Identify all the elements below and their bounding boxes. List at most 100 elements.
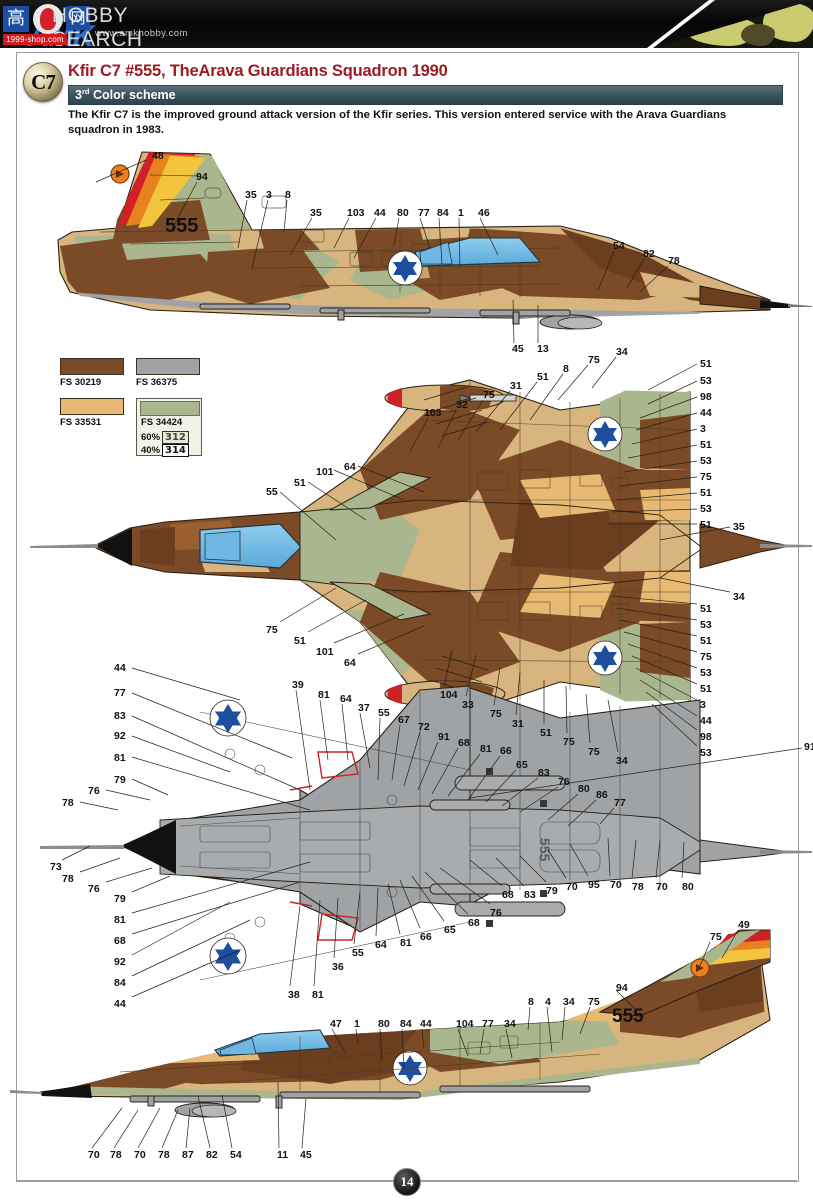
callout-number: 51 <box>700 683 712 695</box>
callout-number: 83 <box>114 710 126 722</box>
callout-leader-line <box>279 587 337 623</box>
legend-swatch-fs33531 <box>60 398 124 415</box>
callout-leader-line <box>333 897 339 959</box>
callout-number: 65 <box>516 759 528 771</box>
roundel-star-view2-upper <box>587 416 623 452</box>
scheme-badge-label: C7 <box>31 69 56 94</box>
callout-leader-line <box>359 712 371 769</box>
callout-leader-line <box>443 649 453 687</box>
callout-leader-line <box>547 793 579 821</box>
callout-leader-line <box>105 867 153 883</box>
callout-number: 64 <box>340 693 352 705</box>
callout-leader-line <box>615 492 698 501</box>
callout-leader-line <box>561 1006 566 1041</box>
callout-number: 35 <box>310 207 322 219</box>
callout-number: 35 <box>733 521 745 533</box>
callout-leader-line <box>647 363 698 391</box>
legend-swatch-fs30219 <box>60 358 124 375</box>
hobby-search-watermark: 高 网 HOBBY SEARCH 1999-shop.com <box>0 0 200 48</box>
callout-number: 51 <box>700 358 712 370</box>
svg-text:555: 555 <box>165 215 198 237</box>
callout-number: 82 <box>206 1149 218 1161</box>
callout-number: 44 <box>114 662 126 674</box>
callout-leader-line <box>627 643 698 669</box>
callout-leader-line <box>95 159 147 183</box>
callout-number: 80 <box>378 1018 390 1030</box>
callout-number: 68 <box>458 737 470 749</box>
callout-number: 75 <box>563 736 575 748</box>
callout-number: 34 <box>563 996 575 1008</box>
callout-leader-line <box>131 901 231 956</box>
callout-number: 54 <box>613 240 625 252</box>
callout-number: 67 <box>398 714 410 726</box>
callout-leader-line <box>221 1094 233 1149</box>
callout-leader-line <box>295 689 311 791</box>
callout-leader-line <box>447 753 481 797</box>
callout-number: 75 <box>588 354 600 366</box>
callout-leader-line <box>615 989 637 1011</box>
callout-leader-line <box>439 867 491 905</box>
scheme-badge-c7: C7 <box>23 62 63 102</box>
callout-leader-line <box>79 801 119 811</box>
callout-number: 53 <box>700 375 712 387</box>
callout-leader-line <box>357 465 425 493</box>
callout-number: 44 <box>700 715 712 727</box>
callout-leader-line <box>277 1081 280 1149</box>
callout-number: 64 <box>344 657 356 669</box>
callout-number: 87 <box>182 1149 194 1161</box>
callout-leader-line <box>599 807 615 825</box>
callout-number: 81 <box>480 743 492 755</box>
callout-number: 31 <box>512 718 524 730</box>
callout-number: 81 <box>114 914 126 926</box>
legend-mix-row-1: 60%312 <box>141 431 189 444</box>
callout-number: 70 <box>656 881 668 893</box>
callout-number: 49 <box>738 919 750 931</box>
callout-number: 78 <box>158 1149 170 1161</box>
callout-leader-line <box>567 799 597 827</box>
callout-leader-line <box>375 887 379 937</box>
callout-leader-line <box>465 654 477 697</box>
banner-website-url[interactable]: www.amkhobby.com <box>95 28 188 39</box>
callout-leader-line <box>659 526 731 541</box>
callout-leader-line <box>333 217 350 249</box>
callout-leader-line <box>331 1028 346 1053</box>
callout-number: 3 <box>700 699 706 711</box>
callout-leader-line <box>391 724 401 781</box>
callout-leader-line <box>417 741 439 791</box>
callout-number: 55 <box>266 486 278 498</box>
camo-blob-5 <box>741 24 775 46</box>
callout-leader-line <box>627 444 698 459</box>
callout-leader-line <box>131 881 301 935</box>
watermark-title: HOBBY SEARCH <box>52 4 143 48</box>
callout-number: 51 <box>294 635 306 647</box>
callout-leader-line <box>631 839 637 879</box>
callout-number: 64 <box>344 461 356 473</box>
callout-number: 38 <box>288 989 300 1001</box>
callout-leader-line <box>355 1028 359 1045</box>
callout-leader-line <box>505 1028 513 1059</box>
legend-label-fs34424: FS 34424 <box>141 417 183 428</box>
callout-number: 70 <box>88 1149 100 1161</box>
callout-number: 8 <box>563 363 569 375</box>
callout-leader-line <box>547 849 567 879</box>
callout-leader-line <box>333 469 405 501</box>
callout-number: 75 <box>266 624 278 636</box>
callout-leader-line <box>619 476 698 487</box>
svg-text:555: 555 <box>537 838 553 862</box>
callout-number: 46 <box>478 207 490 219</box>
callout-leader-line <box>635 412 698 431</box>
callout-leader-line <box>289 905 301 987</box>
callout-leader-line <box>569 843 589 877</box>
legend-mix-pct-2: 40% <box>141 445 161 456</box>
page-title: Kfir C7 #555, TheArava Guardians Squadro… <box>68 62 448 80</box>
callout-leader-line <box>546 1006 553 1053</box>
callout-number: 45 <box>512 343 524 355</box>
callout-number: 77 <box>482 1018 494 1030</box>
callout-leader-line <box>619 619 698 637</box>
callout-leader-line <box>401 1028 405 1069</box>
callout-leader-line <box>438 217 443 265</box>
watermark-flame-icon <box>33 4 63 34</box>
callout-leader-line <box>131 861 311 914</box>
